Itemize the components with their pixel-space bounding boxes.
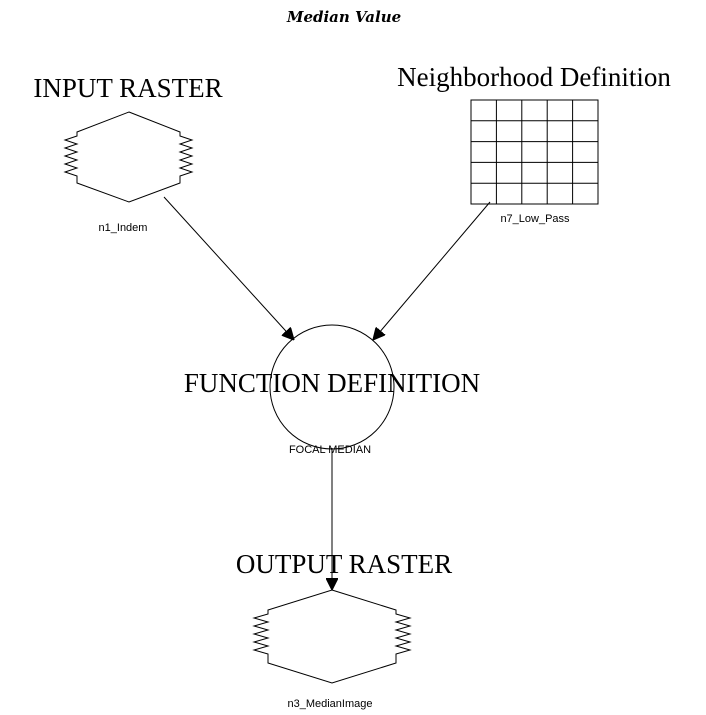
neighborhood-id: n7_Low_Pass — [500, 213, 570, 225]
output-raster-icon — [252, 589, 412, 684]
function-id: FOCAL MEDIAN — [289, 444, 371, 456]
output-raster-node[interactable]: OUTPUT RASTER n3_MedianImage — [236, 549, 452, 710]
function-label: FUNCTION DEFINITION — [184, 368, 480, 398]
input-raster-icon — [63, 111, 194, 203]
output-raster-label: OUTPUT RASTER — [236, 549, 452, 579]
connector-input-to-function[interactable] — [163, 196, 294, 340]
diagram-title: Median Value — [286, 8, 401, 26]
matrix-grid-icon — [470, 99, 599, 205]
function-node[interactable]: FUNCTION DEFINITION FOCAL MEDIAN — [184, 324, 480, 456]
input-raster-id: n1_Indem — [99, 222, 148, 234]
input-raster-node[interactable]: INPUT RASTER n1_Indem — [33, 73, 222, 234]
neighborhood-node[interactable]: Neighborhood Definition n7_Low_Pass — [397, 62, 671, 225]
neighborhood-label: Neighborhood Definition — [397, 62, 671, 92]
connector-neighborhood-to-function[interactable] — [373, 201, 491, 340]
input-raster-label: INPUT RASTER — [33, 73, 222, 103]
function-circle-icon — [269, 324, 395, 450]
output-raster-id: n3_MedianImage — [287, 698, 372, 710]
